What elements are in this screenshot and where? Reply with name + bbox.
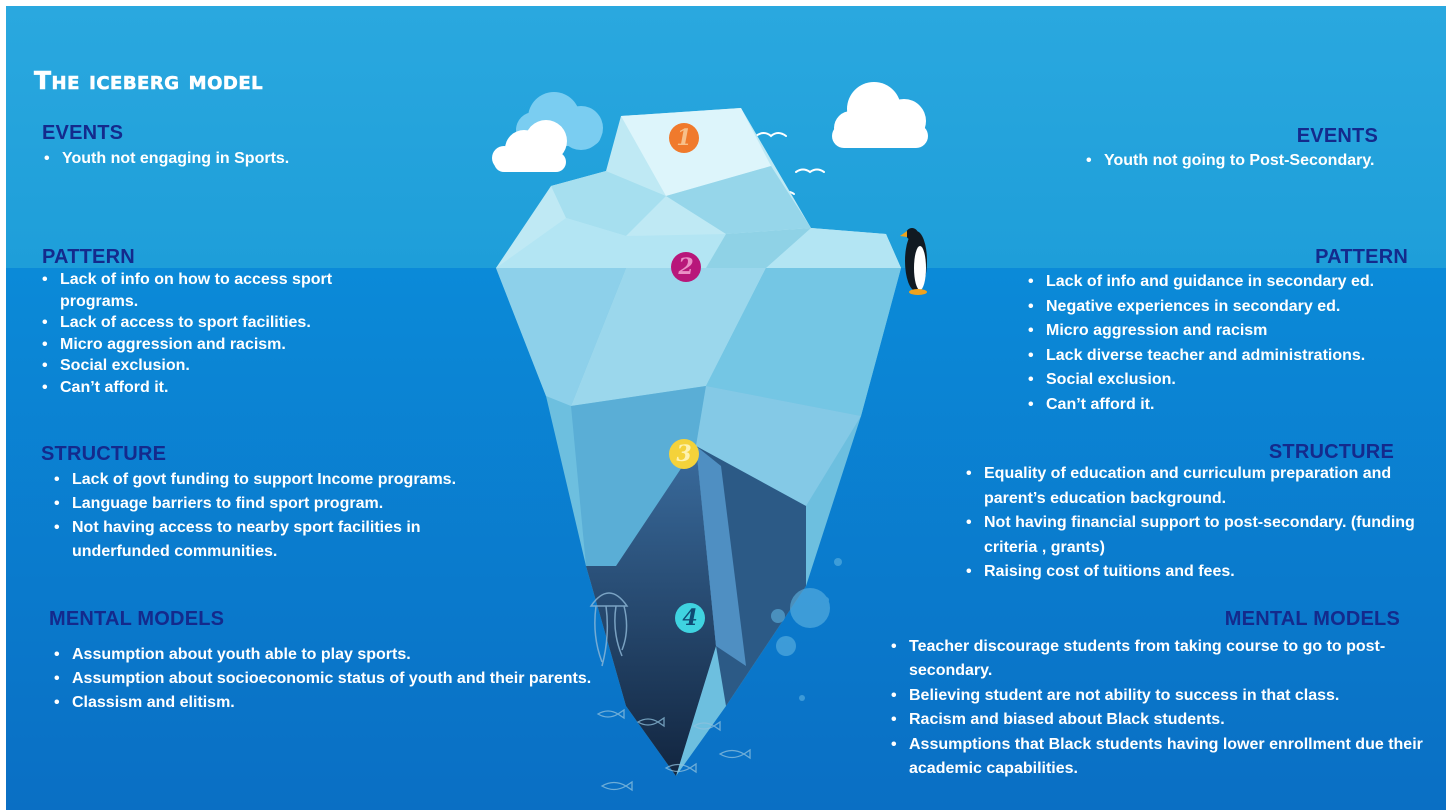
left-structure-heading: STRUCTURE [41, 443, 167, 465]
list-item: Can’t afford it. [38, 377, 406, 399]
iceberg-infographic: The iceberg model 1 2 3 4 EVENTS Youth n… [6, 6, 1446, 810]
left-pattern-heading: PATTERN [42, 246, 135, 268]
list-item: Raising cost of tuitions and fees. [962, 560, 1422, 585]
right-events-list: Youth not going to Post-Secondary. [1082, 150, 1432, 172]
left-events-list: Youth not engaging in Sports. [40, 148, 420, 170]
list-item: Social exclusion. [38, 355, 406, 377]
right-pattern-list: Lack of info and guidance in secondary e… [1024, 270, 1434, 418]
right-structure-heading: STRUCTURE [1268, 441, 1394, 463]
list-item: Lack of access to sport facilities. [38, 312, 406, 334]
left-structure-list: Lack of govt funding to support Income p… [50, 468, 520, 564]
level-badge-2: 2 [671, 252, 701, 282]
list-item: Equality of education and curriculum pre… [962, 462, 1422, 511]
level-badge-3: 3 [669, 439, 699, 469]
right-events-heading: EVENTS [1296, 125, 1378, 147]
list-item: Not having financial support to post-sec… [962, 511, 1422, 560]
list-item: Lack of info and guidance in secondary e… [1024, 270, 1434, 295]
iceberg-tip [496, 108, 901, 268]
level-badge-4: 4 [675, 603, 705, 633]
cloud-icon [492, 120, 567, 172]
page-title: The iceberg model [34, 66, 264, 96]
list-item: Language barriers to find sport program. [50, 492, 520, 516]
list-item: Negative experiences in secondary ed. [1024, 295, 1434, 320]
bubble-icon [771, 558, 842, 701]
list-item: Classism and elitism. [50, 691, 600, 715]
list-item: Micro aggression and racism [1024, 319, 1434, 344]
list-item: Assumptions that Black students having l… [887, 733, 1427, 782]
right-mental-models-list: Teacher discourage students from taking … [887, 635, 1427, 781]
list-item: Racism and biased about Black students. [887, 708, 1427, 733]
list-item: Not having access to nearby sport facili… [50, 516, 520, 564]
right-structure-list: Equality of education and curriculum pre… [962, 462, 1422, 585]
list-item: Lack diverse teacher and administrations… [1024, 344, 1434, 369]
level-badge-1: 1 [669, 123, 699, 153]
jellyfish-icon [589, 592, 629, 667]
list-item: Youth not engaging in Sports. [40, 148, 420, 170]
left-mental-models-heading: MENTAL MODELS [49, 608, 225, 630]
penguin-icon [900, 228, 927, 295]
right-pattern-heading: PATTERN [1315, 246, 1408, 268]
list-item: Social exclusion. [1024, 368, 1434, 393]
list-item: Lack of govt funding to support Income p… [50, 468, 520, 492]
list-item: Teacher discourage students from taking … [887, 635, 1427, 684]
list-item: Assumption about socioeconomic status of… [50, 667, 600, 691]
list-item: Lack of info on how to access sport prog… [38, 269, 406, 312]
right-mental-models-heading: MENTAL MODELS [1224, 608, 1400, 630]
left-events-heading: EVENTS [42, 122, 124, 144]
fish-icon [596, 708, 751, 792]
list-item: Can’t afford it. [1024, 393, 1434, 418]
list-item: Micro aggression and racism. [38, 334, 406, 356]
list-item: Assumption about youth able to play spor… [50, 643, 600, 667]
cloud-icon [832, 82, 928, 148]
left-pattern-list: Lack of info on how to access sport prog… [38, 269, 406, 398]
list-item: Youth not going to Post-Secondary. [1082, 150, 1432, 172]
left-mental-models-list: Assumption about youth able to play spor… [50, 643, 600, 715]
list-item: Believing student are not ability to suc… [887, 684, 1427, 709]
iceberg-underwater [496, 268, 901, 776]
